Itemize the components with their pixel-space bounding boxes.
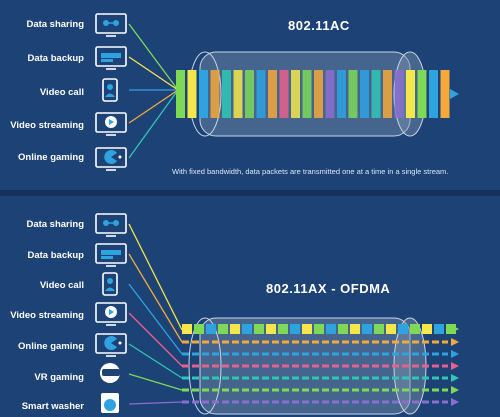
bottom-packet <box>266 324 276 334</box>
top-connector-line <box>128 89 179 124</box>
bottom-label-vr-gaming: VR gaming <box>34 372 84 383</box>
bottom-label-video-streaming: Video streaming <box>10 310 84 321</box>
bottom-connector-line <box>128 223 183 331</box>
bottom-packet <box>362 324 372 334</box>
bottom-phone-person-icon <box>102 272 118 296</box>
bottom-label-data-sharing: Data sharing <box>26 219 84 230</box>
top-packet <box>233 70 243 118</box>
top-packet <box>406 70 415 118</box>
bottom-connector-line <box>128 401 183 405</box>
bottom-connector-line <box>128 283 183 355</box>
bottom-arrow-icon <box>451 325 459 333</box>
bottom-packet <box>194 324 204 334</box>
top-packet <box>210 70 220 118</box>
bottom-packet <box>386 324 396 334</box>
bottom-arrow-icon <box>451 386 459 394</box>
bottom-label-video-call: Video call <box>39 280 84 291</box>
bottom-packet <box>374 324 384 334</box>
top-packet <box>279 70 289 118</box>
top-monitor-play-icon <box>95 112 127 136</box>
bottom-connector-line <box>128 253 183 343</box>
top-packet <box>256 70 266 118</box>
bottom-label-data-backup: Data backup <box>27 250 85 261</box>
top-packet <box>325 70 335 118</box>
bottom-packet <box>242 324 252 334</box>
top-label-data-sharing: Data sharing <box>26 19 84 30</box>
bottom-packet <box>206 324 216 334</box>
bottom-packet <box>290 324 300 334</box>
bottom-packet <box>326 324 336 334</box>
section-divider <box>0 190 500 196</box>
bottom-packet <box>398 324 408 334</box>
bottom-arrow-icon <box>451 338 459 346</box>
top-packet <box>371 70 381 118</box>
bottom-packet <box>338 324 348 334</box>
bottom-packet <box>278 324 288 334</box>
bottom-title: 802.11AX - OFDMA <box>266 281 391 296</box>
top-packet <box>302 70 312 118</box>
top-connector-line <box>128 89 179 159</box>
bottom-packet <box>302 324 312 334</box>
top-monitor-backup-icon <box>95 46 127 70</box>
bottom-pacman-screen-icon <box>95 333 127 357</box>
top-arrow-icon <box>450 89 459 99</box>
top-packet <box>245 70 254 118</box>
top-label-video-streaming: Video streaming <box>10 120 84 131</box>
top-packet <box>417 70 427 118</box>
top-title: 802.11AC <box>288 18 350 33</box>
top-connector-line <box>128 23 179 91</box>
bottom-washer-icon <box>101 393 119 413</box>
top-caption: With fixed bandwidth, data packets are t… <box>172 167 449 176</box>
bottom-connector-line <box>128 373 183 391</box>
top-packet <box>268 70 277 118</box>
top-packet <box>383 70 392 118</box>
top-pacman-screen-icon <box>95 147 127 171</box>
top-packet <box>360 70 369 118</box>
top-packet <box>291 70 300 118</box>
top-label-video-call: Video call <box>39 87 84 98</box>
bottom-arrow-icon <box>451 350 459 358</box>
top-packet <box>176 70 185 118</box>
top-packet <box>222 70 231 118</box>
bottom-vr-headset-icon <box>100 363 120 383</box>
top-label-data-backup: Data backup <box>27 53 85 64</box>
top-packet <box>314 70 323 118</box>
bottom-packet <box>350 324 360 334</box>
top-packet <box>429 70 438 118</box>
top-phone-person-icon <box>102 78 118 102</box>
top-monitor-share-icon <box>95 13 127 37</box>
bottom-monitor-play-icon <box>95 302 127 326</box>
bottom-packet <box>434 324 444 334</box>
bottom-packet <box>410 324 420 334</box>
bottom-packet <box>422 324 432 334</box>
bottom-connector-line <box>128 312 183 367</box>
top-packet <box>394 70 404 118</box>
top-connector-line <box>128 56 179 91</box>
bottom-packet <box>218 324 228 334</box>
top-label-online-gaming: Online gaming <box>18 152 84 163</box>
bottom-arrow-icon <box>451 374 459 382</box>
bottom-packet <box>182 324 192 334</box>
bottom-label-online-gaming: Online gaming <box>18 341 84 352</box>
bottom-label-smart-washer: Smart washer <box>21 401 84 412</box>
bottom-packet <box>254 324 264 334</box>
bottom-packet <box>230 324 240 334</box>
top-packet <box>348 70 358 118</box>
bottom-packet <box>314 324 324 334</box>
bottom-connector-line <box>128 343 183 379</box>
top-packet <box>199 70 208 118</box>
top-packet <box>337 70 346 118</box>
bottom-arrow-icon <box>451 362 459 370</box>
bottom-monitor-share-icon <box>95 213 127 237</box>
top-packet <box>187 70 197 118</box>
bottom-arrow-icon <box>451 398 459 406</box>
top-packet <box>440 70 450 118</box>
bottom-monitor-backup-icon <box>95 243 127 267</box>
bottom-panel-80211ax <box>0 196 500 417</box>
